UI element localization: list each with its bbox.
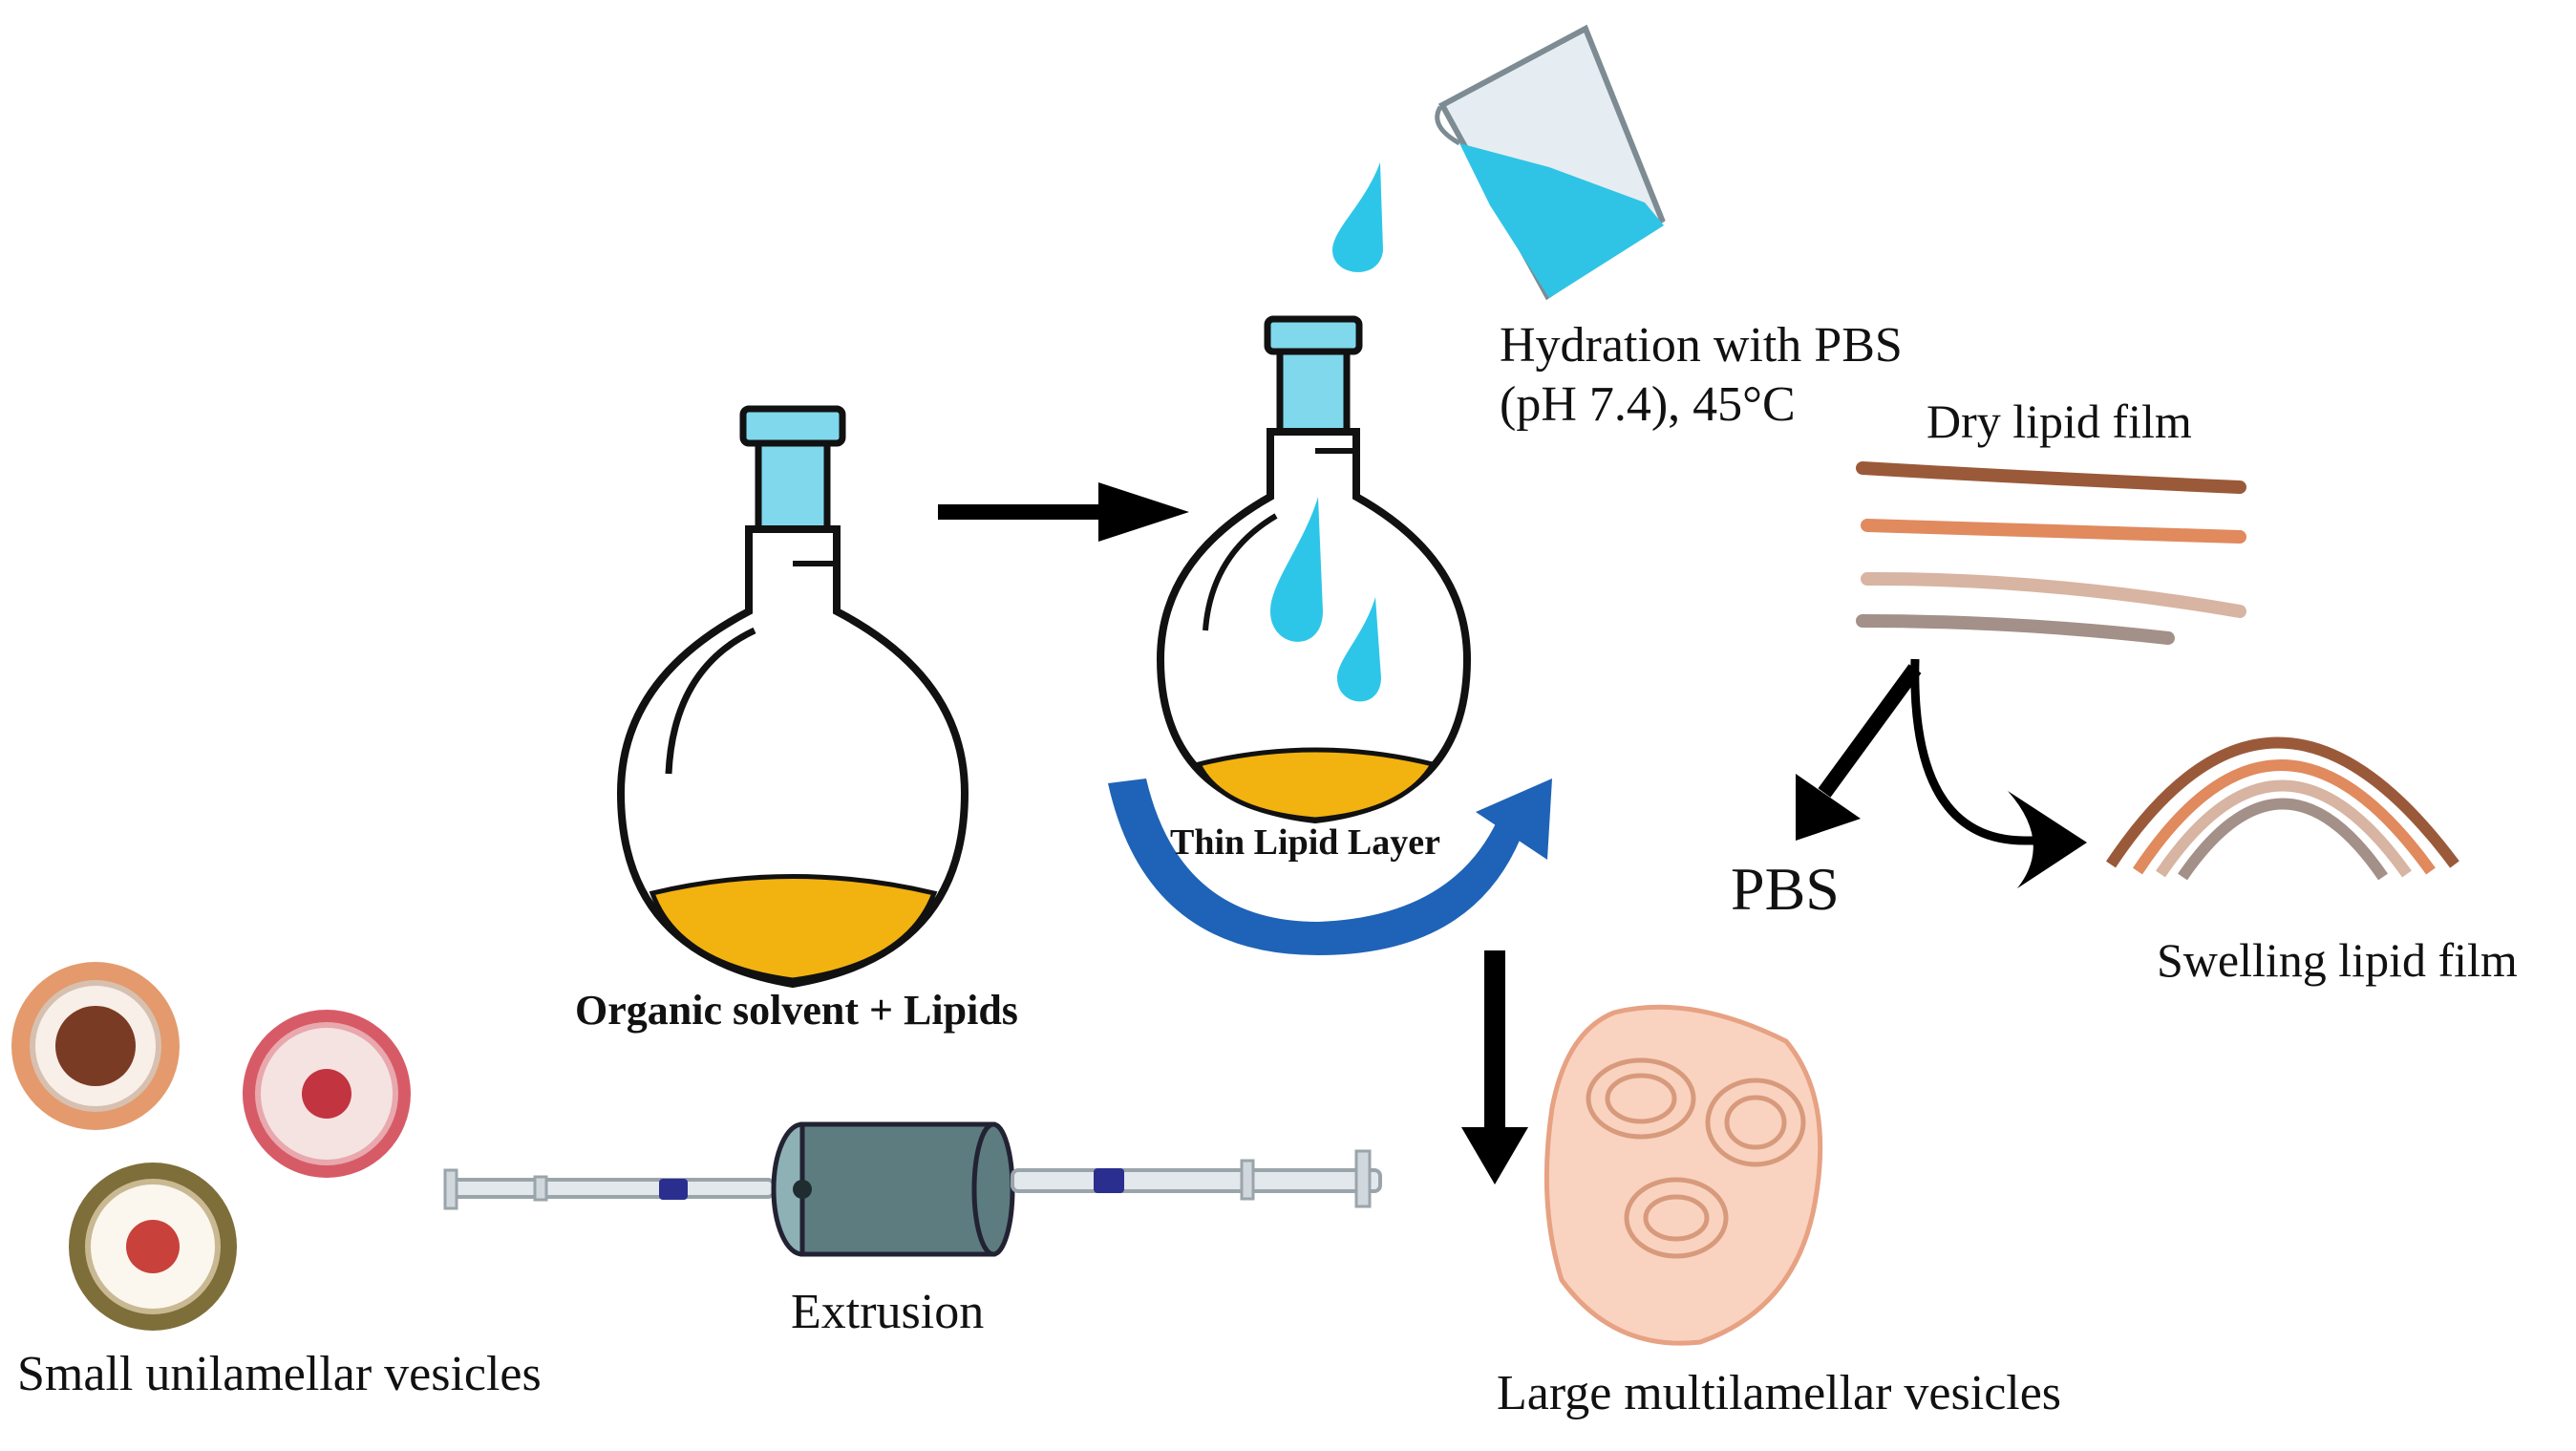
rotation-arrow-icon (1108, 779, 1552, 955)
large-multilamellar-vesicles-label: Large multilamellar vesicles (1497, 1366, 2061, 1420)
arrow-right-icon (938, 482, 1189, 542)
arrow-to-pbs-icon (1796, 664, 1922, 841)
vesicle-icon-olive (69, 1163, 237, 1331)
arrow-to-swelling-icon (1910, 658, 2087, 888)
extrusion-label: Extrusion (791, 1285, 984, 1339)
extruder-icon (443, 1121, 1382, 1257)
vesicle-icon-orange (11, 962, 180, 1130)
thin-lipid-layer-label: Thin Lipid Layer (1170, 822, 1440, 863)
hydration-label-line1: Hydration with PBS (1500, 318, 1903, 373)
water-drop-icon (1332, 162, 1383, 272)
organic-solvent-label: Organic solvent + Lipids (575, 987, 1018, 1034)
beaker-icon (1435, 24, 1666, 301)
round-bottom-flask-icon (616, 405, 969, 989)
dry-lipid-film-label: Dry lipid film (1927, 395, 2192, 448)
swelling-lipid-film-label: Swelling lipid film (2157, 933, 2518, 987)
rotating-flask-icon (1156, 315, 1472, 824)
arrow-down-icon (1461, 950, 1528, 1184)
pbs-label: PBS (1731, 855, 1840, 923)
dry-lipid-film-icon (1856, 461, 2246, 645)
multilamellar-vesicle-icon (1543, 1004, 1823, 1346)
small-unilamellar-vesicles-label: Small unilamellar vesicles (17, 1347, 542, 1401)
hydration-label-line2: (pH 7.4), 45°C (1500, 377, 1796, 432)
swelling-lipid-film-icon (2106, 736, 2459, 881)
vesicle-icon-red (243, 1010, 411, 1178)
